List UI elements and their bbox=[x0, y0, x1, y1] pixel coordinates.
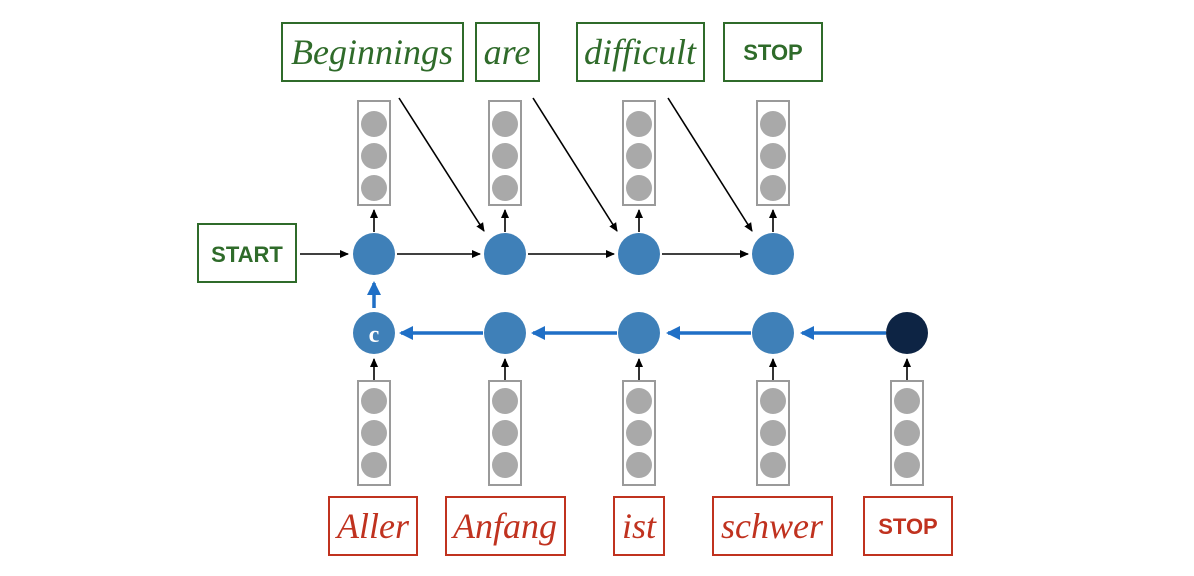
input-word-anfang: Anfang bbox=[451, 506, 557, 546]
decoder-output-vectors bbox=[357, 100, 790, 206]
vector-cell bbox=[894, 388, 920, 414]
output-words: Beginnings are difficult STOP bbox=[281, 22, 823, 82]
feedback-arrow-2 bbox=[532, 97, 618, 232]
vector-cell bbox=[760, 420, 786, 446]
input-word-aller: Aller bbox=[335, 506, 410, 546]
vector-cell bbox=[492, 420, 518, 446]
vector-cell bbox=[626, 143, 652, 169]
input-word-box-2 bbox=[445, 496, 566, 556]
vector-cell bbox=[361, 420, 387, 446]
feedback-arrows bbox=[398, 97, 753, 232]
start-box bbox=[197, 223, 297, 283]
feedback-arrow-1 bbox=[398, 97, 485, 232]
input-word-box-1 bbox=[328, 496, 418, 556]
output-word-are: are bbox=[484, 32, 531, 72]
input-vector-5 bbox=[890, 380, 924, 486]
vector-cell bbox=[492, 143, 518, 169]
context-label: c bbox=[369, 322, 380, 348]
vector-cell bbox=[492, 388, 518, 414]
vector-cell bbox=[894, 452, 920, 478]
decoder-state-4 bbox=[752, 233, 794, 275]
vector-cell bbox=[894, 420, 920, 446]
encoder-states: c bbox=[353, 312, 928, 354]
output-vector-3 bbox=[622, 100, 656, 206]
decoder-states bbox=[353, 233, 794, 275]
vector-cell bbox=[626, 175, 652, 201]
output-word-difficult: difficult bbox=[584, 32, 697, 72]
encoder-state-2 bbox=[484, 312, 526, 354]
decoder-state-3 bbox=[618, 233, 660, 275]
vector-cell bbox=[626, 420, 652, 446]
encoder-state-4 bbox=[752, 312, 794, 354]
feedback-arrow-3 bbox=[667, 97, 753, 232]
input-vector-2 bbox=[488, 380, 522, 486]
input-vector-1 bbox=[357, 380, 391, 486]
output-word-box-3 bbox=[576, 22, 705, 82]
output-word-box-2 bbox=[475, 22, 540, 82]
decoder-state-1 bbox=[353, 233, 395, 275]
decoder-state-2 bbox=[484, 233, 526, 275]
start-label: START bbox=[211, 242, 283, 267]
input-vector-3 bbox=[622, 380, 656, 486]
vector-cell bbox=[626, 388, 652, 414]
output-word-box-1 bbox=[281, 22, 464, 82]
vector-cell bbox=[760, 143, 786, 169]
vector-cell bbox=[492, 175, 518, 201]
encoder-state-3 bbox=[618, 312, 660, 354]
input-vector-4 bbox=[756, 380, 790, 486]
vector-cell bbox=[361, 143, 387, 169]
output-word-box-4 bbox=[723, 22, 823, 82]
output-vector-4 bbox=[756, 100, 790, 206]
vector-cell bbox=[760, 452, 786, 478]
vector-cell bbox=[626, 111, 652, 137]
output-vector-2 bbox=[488, 100, 522, 206]
input-words: Aller Anfang ist schwer STOP bbox=[328, 496, 953, 556]
vector-cell bbox=[760, 388, 786, 414]
input-word-box-5 bbox=[863, 496, 953, 556]
encoder-input-vectors bbox=[357, 380, 924, 486]
encoder-up-arrows bbox=[370, 358, 911, 380]
input-word-schwer: schwer bbox=[721, 506, 824, 546]
output-word-beginnings: Beginnings bbox=[291, 32, 453, 72]
vector-cell bbox=[492, 452, 518, 478]
output-word-stop: STOP bbox=[743, 40, 803, 65]
decoder-up-arrows bbox=[370, 209, 777, 232]
vector-cell bbox=[760, 111, 786, 137]
input-word-stop: STOP bbox=[878, 514, 938, 539]
vector-cell bbox=[760, 175, 786, 201]
encoder-state-final bbox=[886, 312, 928, 354]
context-vector bbox=[353, 312, 395, 354]
vector-cell bbox=[361, 175, 387, 201]
output-vector-1 bbox=[357, 100, 391, 206]
vector-cell bbox=[492, 111, 518, 137]
vector-cell bbox=[361, 388, 387, 414]
input-word-box-4 bbox=[712, 496, 833, 556]
input-word-box-3 bbox=[613, 496, 665, 556]
vector-cell bbox=[361, 111, 387, 137]
input-word-ist: ist bbox=[622, 506, 657, 546]
vector-cell bbox=[626, 452, 652, 478]
vector-cell bbox=[361, 452, 387, 478]
